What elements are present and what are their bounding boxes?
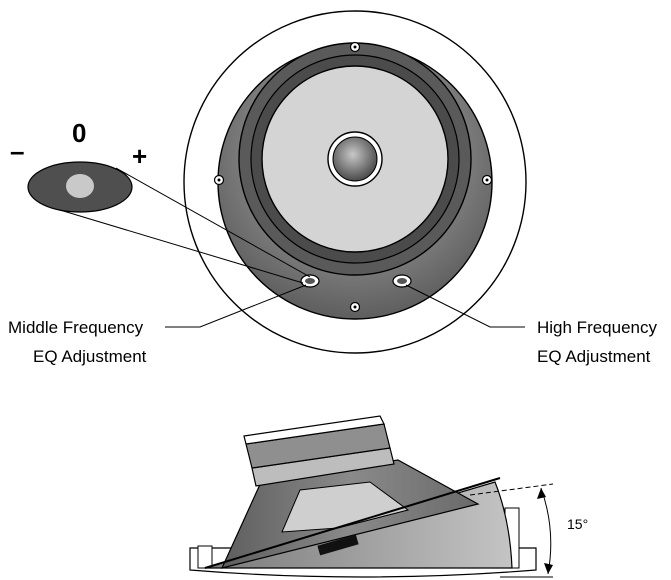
side-flange-left-tab bbox=[197, 545, 213, 569]
zoom-line-lower bbox=[59, 209, 304, 284]
screw-right bbox=[481, 174, 493, 186]
middle-frequency-leader bbox=[165, 284, 307, 328]
high-frequency-label-line1: High Frequency bbox=[537, 318, 658, 337]
eq-knob-detail bbox=[27, 161, 311, 284]
tilt-angle-indicator bbox=[469, 483, 554, 578]
tilt-angle-label: 15° bbox=[567, 516, 589, 532]
side-basket-window bbox=[281, 481, 410, 533]
front-speaker bbox=[183, 10, 527, 354]
screw-bottom bbox=[349, 301, 361, 313]
side-gasket bbox=[317, 534, 359, 556]
side-view-speaker bbox=[189, 415, 537, 578]
side-magnet-cap bbox=[243, 415, 385, 445]
middle-frequency-label-line2: EQ Adjustment bbox=[33, 347, 147, 366]
screw-left bbox=[213, 174, 225, 186]
middle-frequency-label-line1: Middle Frequency bbox=[8, 318, 144, 337]
high-frequency-label-line2: EQ Adjustment bbox=[537, 347, 651, 366]
high-frequency-eq-knob[interactable] bbox=[392, 274, 412, 288]
tweeter-dome bbox=[332, 136, 378, 182]
eq-minus-label: – bbox=[10, 136, 25, 166]
eq-knob-center bbox=[66, 174, 94, 198]
zoom-line-upper bbox=[115, 167, 311, 278]
side-baffle-edge bbox=[204, 477, 501, 569]
screw-top bbox=[349, 41, 361, 53]
high-frequency-leader bbox=[405, 284, 525, 328]
eq-zero-label: 0 bbox=[72, 118, 87, 148]
middle-frequency-eq-knob[interactable] bbox=[300, 274, 320, 288]
eq-plus-label: + bbox=[132, 141, 148, 171]
